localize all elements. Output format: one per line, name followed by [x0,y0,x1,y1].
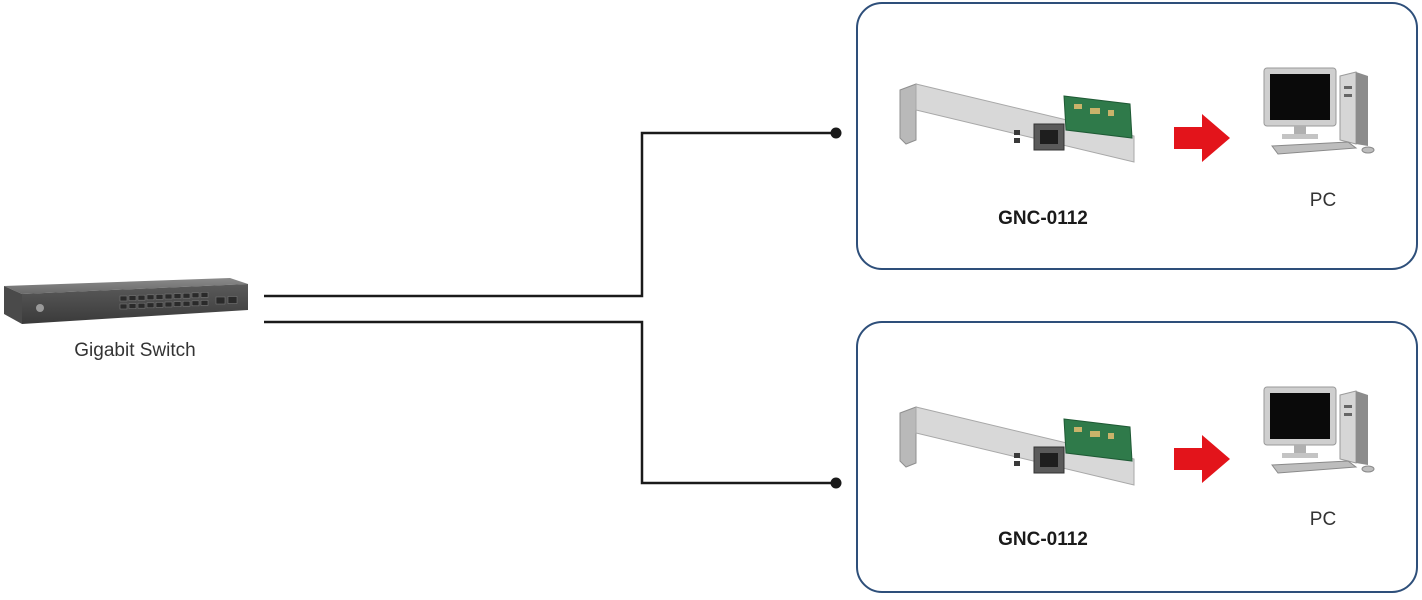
arrow-right-icon [1174,114,1230,162]
nic-model-label: GNC-0112 [998,208,1088,229]
nic-model-label: GNC-0112 [998,529,1088,550]
wire-endpoint-bottom [830,477,842,489]
pc-icon [1263,386,1375,474]
network-card-icon [899,406,1135,486]
network-card-icon [899,83,1135,163]
arrow-right-icon [1174,435,1230,483]
client-panel-top: GNC-0112 PC [856,2,1418,270]
pc-icon [1263,67,1375,155]
client-panel-bottom: GNC-0112 PC [856,321,1418,593]
switch-icon [4,278,248,324]
wire-endpoint-top [830,127,842,139]
pc-label: PC [1309,190,1337,211]
wire-to-top-panel [264,131,836,298]
switch-label: Gigabit Switch [74,340,196,361]
gigabit-switch [0,270,260,380]
pc-label: PC [1309,509,1337,530]
wire-to-bottom-panel [264,320,836,485]
